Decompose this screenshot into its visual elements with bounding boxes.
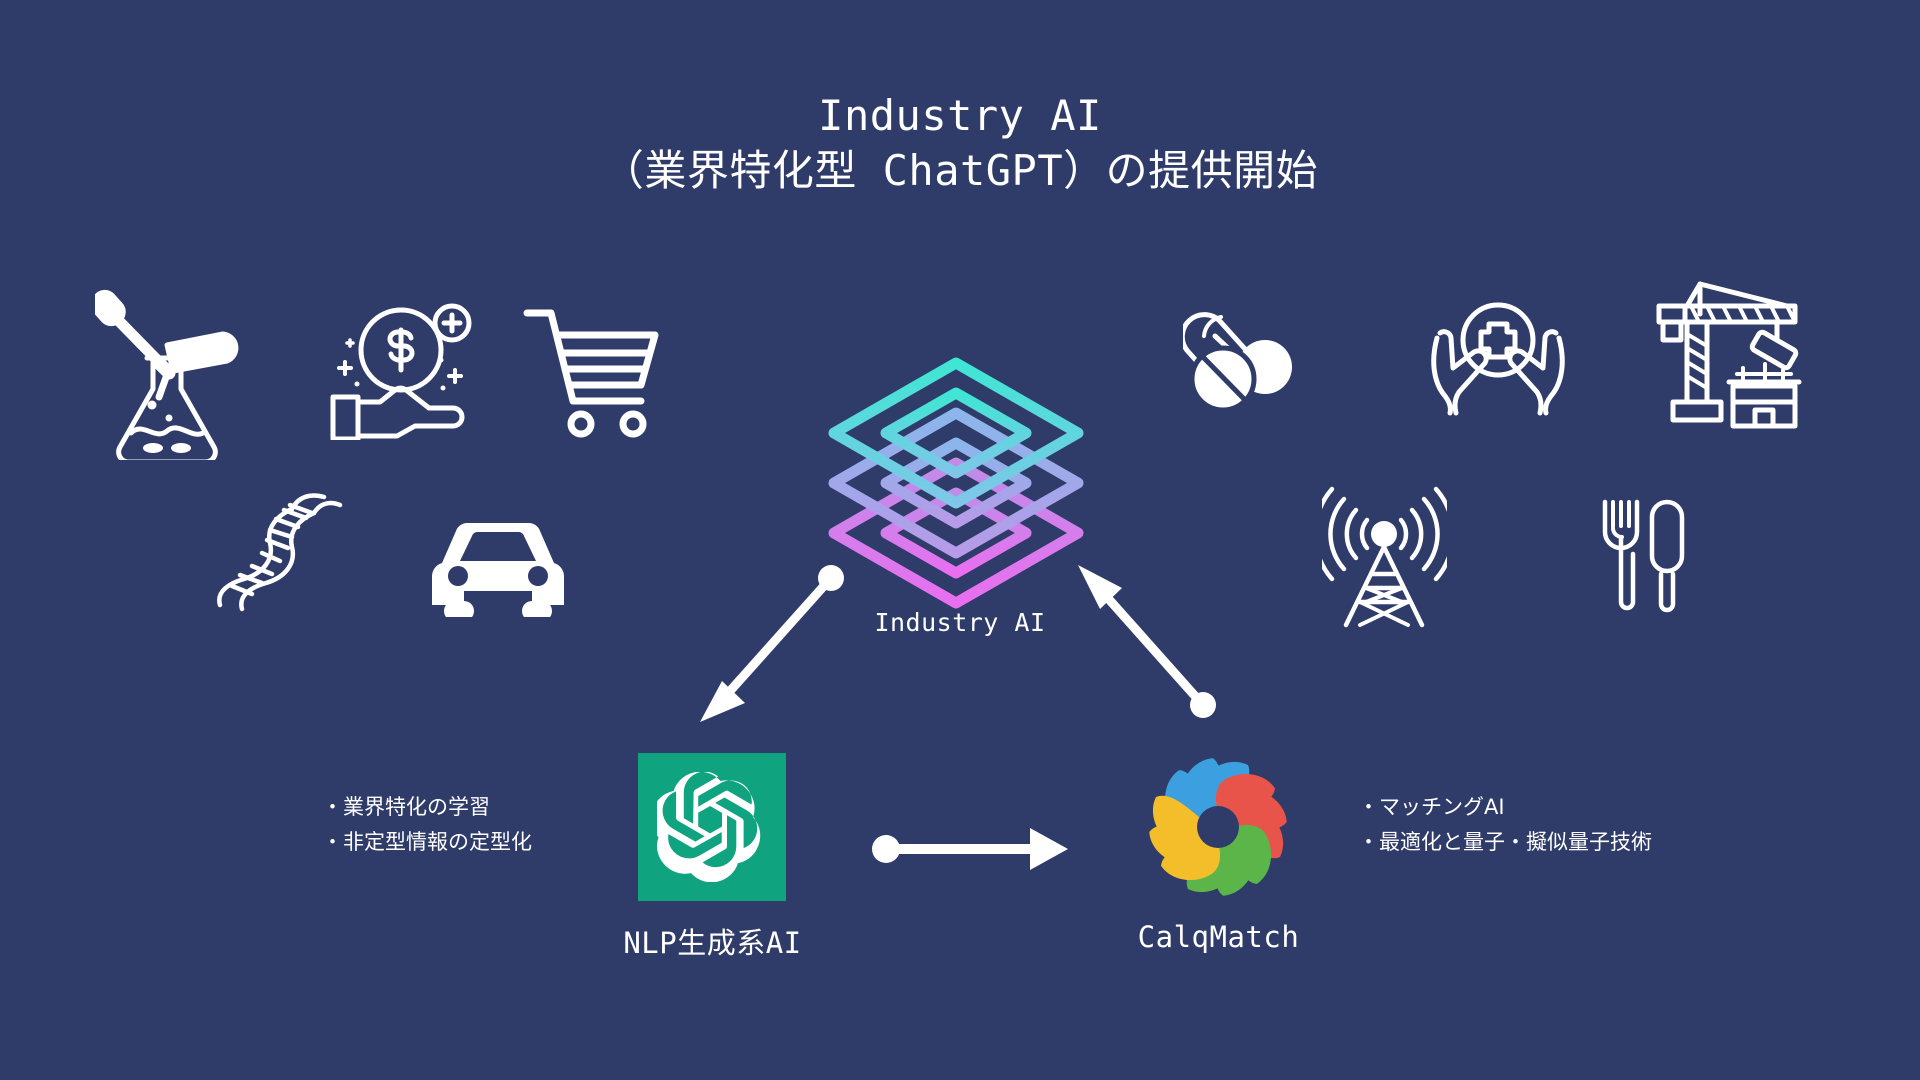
industry-ai-layers-logo (826, 345, 1086, 615)
calqmatch-pinwheel-logo (1149, 758, 1287, 896)
nlp-node-label: NLP生成系AI (623, 926, 802, 960)
calqmatch-logo-tile[interactable] (1143, 753, 1293, 901)
openai-logo (657, 772, 761, 882)
calq-node-label: CalqMatch (1137, 920, 1300, 954)
construction-crane-icon (1655, 278, 1805, 430)
bullet-left-0: ・業界特化の学習 (322, 795, 490, 819)
dna-helix-icon (212, 487, 347, 612)
bullet-right-1: ・最適化と量子・擬似量子技術 (1358, 829, 1652, 854)
healthcare-hands-cross-icon (1427, 300, 1569, 428)
bullet-left-1: ・非定型情報の定型化 (322, 829, 532, 854)
title-line-2: （業界特化型 ChatGPT）の提供開始 (601, 146, 1319, 196)
bullets-left: ・業界特化の学習 ・非定型情報の定型化 (322, 790, 532, 859)
arrow-calq-to-logo (1078, 565, 1216, 718)
title-line-1: Industry AI (818, 91, 1102, 140)
car-icon (428, 517, 568, 617)
bullets-right: ・マッチングAI ・最適化と量子・擬似量子技術 (1358, 790, 1652, 859)
pills-capsule-icon (1183, 305, 1303, 420)
arrow-logo-to-nlp (700, 565, 844, 722)
center-logo-label: Industry AI (874, 608, 1046, 637)
page-title: Industry AI （業界特化型 ChatGPT）の提供開始 (0, 88, 1920, 199)
fork-knife-icon (1595, 498, 1695, 616)
money-in-hand-icon (325, 302, 473, 440)
arrow-nlp-to-calq (872, 828, 1068, 870)
broadcast-tower-icon (1322, 485, 1447, 630)
bullet-right-0: ・マッチングAI (1358, 795, 1505, 819)
chemistry-flask-pipette-icon (95, 285, 245, 460)
shopping-cart-icon (523, 305, 663, 445)
openai-logo-tile[interactable] (638, 753, 786, 901)
